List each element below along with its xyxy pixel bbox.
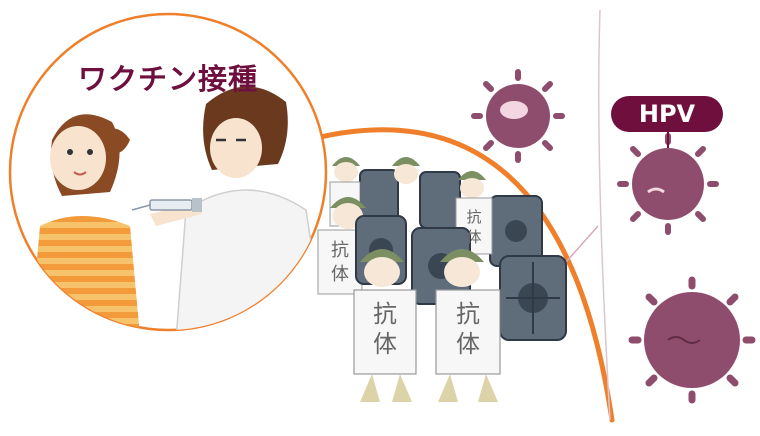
shield-back-mid: [419, 171, 461, 229]
soldier-back-3: [455, 171, 493, 255]
virus-top: [471, 69, 565, 163]
sign-mid-left-char-1: 抗: [331, 240, 349, 261]
soldier-front-1: [353, 249, 417, 402]
deflect-line-2: [565, 225, 599, 263]
hpv-label-badge: HPV: [611, 96, 723, 132]
virus-hpv: [617, 132, 719, 235]
sign-front-1-char-1: 抗: [373, 300, 397, 328]
sign-back-3: 抗 体: [466, 208, 481, 246]
shield-front-right: [499, 255, 567, 341]
sign-front-1: 抗 体: [373, 300, 397, 358]
sign-mid-left-char-2: 体: [331, 264, 349, 285]
shield-back-right: [489, 195, 543, 267]
syringe-icon: [131, 198, 202, 212]
soldier-back-2: [392, 157, 420, 184]
sign-back-3-char-1: 抗: [466, 208, 481, 226]
sign-front-1-char-2: 体: [373, 330, 397, 358]
sign-front-2: 抗 体: [456, 300, 480, 358]
soldier-front-2: [435, 249, 501, 402]
sign-front-2-char-1: 抗: [456, 300, 480, 328]
sign-back-3-char-2: 体: [466, 228, 481, 246]
sign-front-2-char-2: 体: [456, 330, 480, 358]
vaccination-title: ワクチン接種: [77, 62, 258, 96]
sign-mid-left: 抗 体: [331, 240, 349, 285]
deflect-line: [598, 9, 611, 421]
barrier-arc: [297, 127, 615, 423]
virus-bottom: [628, 276, 756, 404]
